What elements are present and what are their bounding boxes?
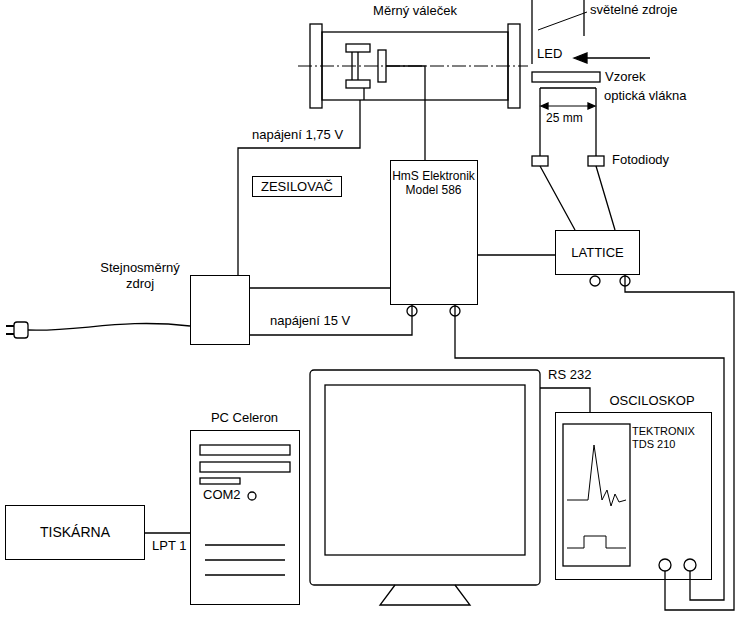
wire-stub — [665, 571, 690, 580]
pc-tower: PC CeleronCOM2 — [190, 430, 300, 605]
drive-slot — [200, 445, 290, 455]
plug — [14, 322, 28, 338]
node-sublabel: TEKTRONIX TDS 210 — [632, 425, 706, 451]
printer-box: TISKÁRNA — [5, 505, 145, 560]
lattice-box: LATTICE — [555, 230, 640, 275]
power-cord — [28, 324, 190, 331]
annotation-label: Fotodiody — [612, 152, 669, 168]
annotation-label: světelné zdroje — [590, 2, 677, 18]
strain-gauge — [346, 80, 370, 88]
wire-label: napájení 15 V — [268, 313, 352, 329]
wire — [455, 305, 724, 600]
connector — [590, 276, 600, 286]
leader-line — [538, 12, 587, 30]
annotation-label: LED — [537, 46, 562, 62]
wire — [625, 275, 734, 610]
amplifier-box: HmS Elektronik Model 586 — [390, 160, 478, 305]
power-supply-box: Stejnosměrný zdroj — [190, 275, 250, 345]
node-label: ZESILOVAČ — [261, 179, 333, 195]
dimension-arrows — [541, 103, 595, 109]
gauge-wires — [352, 52, 425, 100]
wire-stub — [424, 100, 425, 108]
light-arrow — [584, 57, 650, 58]
scope-screen — [563, 424, 630, 566]
optical-fibers — [540, 88, 596, 156]
photodiode-wires — [540, 166, 615, 230]
annotation-label: RS 232 — [548, 367, 591, 383]
strain-gauge — [346, 44, 370, 52]
led-source — [531, 0, 532, 64]
monitor — [310, 370, 540, 585]
arrow-head — [574, 53, 587, 63]
tower-lines — [205, 545, 285, 575]
wire-stub — [359, 100, 360, 108]
node-label: Stejnosměrný zdroj — [93, 260, 187, 291]
photodiode — [588, 156, 604, 166]
node-label: PC Celeron — [191, 410, 298, 426]
com-port — [248, 492, 256, 500]
scope-trace — [567, 536, 626, 548]
drive-slot — [200, 462, 290, 472]
rs232-cable — [540, 388, 590, 412]
wire — [250, 305, 412, 335]
plug-prongs — [6, 326, 14, 334]
annotation-label: optická vlákna — [604, 88, 686, 104]
monitor-screen — [325, 385, 525, 555]
wire — [238, 108, 360, 275]
wire — [250, 287, 390, 288]
measuring-cylinder: Měrný váleček — [310, 24, 520, 108]
scope-input — [659, 559, 671, 571]
node-label: OSCILOSKOP — [594, 393, 710, 409]
monitor-stand — [380, 585, 470, 605]
annotation-label: 25 mm — [546, 111, 583, 125]
scope-trace — [567, 445, 626, 506]
sample — [532, 72, 600, 82]
wire-label: napájení 1,75 V — [250, 127, 345, 143]
wire — [478, 254, 555, 255]
wire-label: LPT 1 — [150, 538, 188, 554]
label-box: ZESILOVAČ — [252, 176, 342, 197]
scope-input — [684, 559, 696, 571]
node-label: TISKÁRNA — [40, 524, 110, 541]
annotation-label: Vzorek — [605, 69, 645, 85]
strain-gauge — [378, 50, 386, 82]
oscilloscope-box: OSCILOSKOPTEKTRONIX TDS 210 — [555, 412, 712, 580]
drive-slot — [200, 478, 240, 484]
node-sublabel: COM2 — [203, 487, 241, 503]
dimension-line — [544, 106, 592, 107]
node-label: HmS Elektronik Model 586 — [391, 169, 476, 198]
node-label: LATTICE — [571, 245, 624, 261]
wire — [145, 532, 190, 533]
wire — [424, 108, 425, 160]
light-source — [583, 0, 584, 36]
photodiode — [532, 156, 548, 166]
node-label: Měrný váleček — [310, 3, 520, 19]
